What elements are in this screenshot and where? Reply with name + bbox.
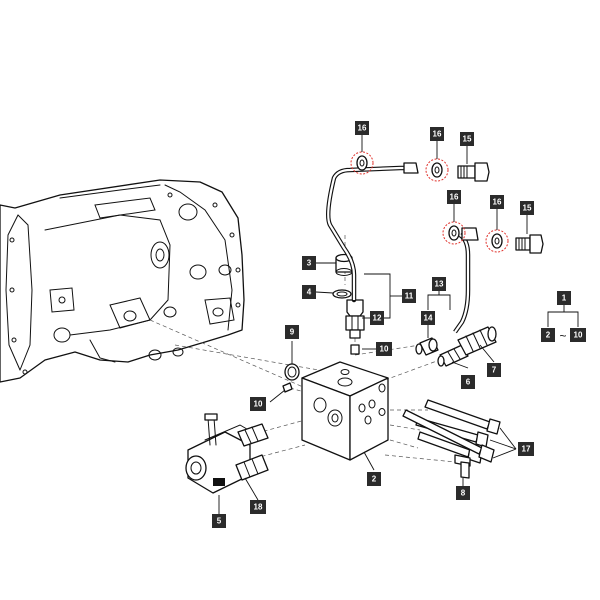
pipe-13	[453, 227, 479, 334]
callout-16d: 16	[490, 195, 504, 209]
callout-10-left: 10	[250, 397, 266, 411]
svg-text:2: 2	[372, 475, 377, 484]
oring-9	[284, 363, 300, 381]
leader-lines	[218, 134, 579, 514]
adapter-12	[345, 299, 365, 339]
svg-text:16: 16	[450, 193, 459, 202]
callout-16c: 16	[447, 190, 461, 204]
callout-11: 11	[402, 289, 416, 303]
svg-text:13: 13	[435, 280, 444, 289]
bolts-17	[402, 399, 501, 464]
valve-6	[437, 344, 469, 367]
bolt-15b	[515, 234, 544, 254]
callout-7: 7	[487, 363, 501, 377]
callout-4: 4	[302, 285, 316, 299]
svg-text:6: 6	[466, 378, 471, 387]
callout-range-10: 10	[570, 328, 586, 342]
washer-16b	[425, 158, 449, 182]
callout-18: 18	[250, 500, 266, 514]
valve-block	[301, 361, 389, 461]
svg-text:16: 16	[358, 124, 367, 133]
washer-16d	[485, 229, 509, 253]
svg-text:16: 16	[493, 198, 502, 207]
washer-16c	[442, 221, 466, 245]
callout-15b: 15	[520, 201, 534, 215]
svg-text:15: 15	[523, 204, 532, 213]
svg-text:4: 4	[307, 288, 312, 297]
callout-8: 8	[456, 486, 470, 500]
callout-17: 17	[518, 442, 534, 456]
callout-1: 1	[557, 291, 571, 305]
svg-text:16: 16	[433, 130, 442, 139]
svg-text:~: ~	[559, 329, 566, 343]
callout-9: 9	[285, 325, 299, 339]
callout-6: 6	[461, 375, 475, 389]
solenoid-valve-5	[185, 413, 269, 494]
transmission-housing	[0, 179, 245, 383]
svg-text:8: 8	[461, 489, 466, 498]
callout-14: 14	[421, 311, 435, 325]
callout-range-tilde: ~	[559, 329, 566, 343]
svg-text:5: 5	[217, 517, 222, 526]
valve-7	[457, 326, 497, 356]
svg-text:2: 2	[546, 331, 551, 340]
bolt-15a	[457, 162, 490, 182]
callout-5: 5	[212, 514, 226, 528]
callout-range-2: 2	[541, 328, 555, 342]
plug-10-top	[350, 344, 360, 355]
svg-text:1: 1	[562, 294, 567, 303]
svg-text:17: 17	[522, 445, 531, 454]
bolt-8	[454, 454, 471, 479]
callout-2: 2	[367, 472, 381, 486]
pipe-11	[325, 162, 419, 303]
svg-text:7: 7	[492, 366, 497, 375]
oring-4	[332, 289, 352, 299]
svg-text:15: 15	[463, 135, 472, 144]
svg-text:3: 3	[307, 259, 312, 268]
callout-3: 3	[302, 256, 316, 270]
callout-10-top: 10	[376, 342, 392, 356]
svg-text:10: 10	[254, 400, 263, 409]
washer-16a	[350, 151, 374, 175]
svg-text:12: 12	[373, 314, 382, 323]
callout-16b: 16	[430, 127, 444, 141]
fitting-3	[335, 253, 353, 276]
callout-15a: 15	[460, 132, 474, 146]
svg-text:11: 11	[405, 292, 414, 301]
fitting-14	[415, 337, 439, 356]
svg-text:10: 10	[574, 331, 583, 340]
svg-text:9: 9	[290, 328, 295, 337]
svg-text:18: 18	[254, 503, 263, 512]
svg-text:14: 14	[424, 314, 433, 323]
callout-13: 13	[432, 277, 446, 291]
callout-12: 12	[370, 311, 384, 325]
svg-text:10: 10	[380, 345, 389, 354]
callout-16a: 16	[355, 121, 369, 135]
